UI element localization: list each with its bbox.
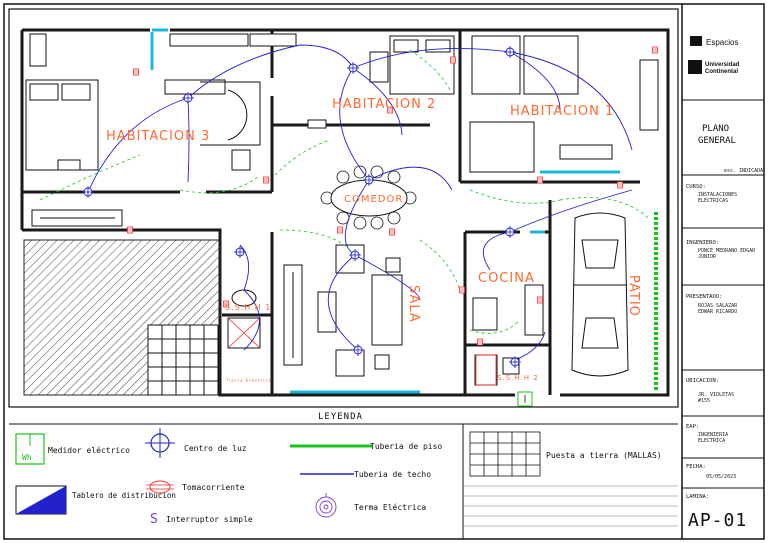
eap-label: EAP: bbox=[686, 424, 699, 430]
room-label-patio: PATIO bbox=[626, 275, 641, 317]
pres-value-1: ROJAS SALAZAR bbox=[698, 303, 738, 309]
legend-floor-pipe: Tuberia de piso bbox=[370, 442, 442, 451]
ceiling-pipes bbox=[87, 44, 633, 361]
logo-top: Espacios bbox=[706, 38, 738, 47]
switch-symbol: S bbox=[150, 512, 158, 527]
room-label-hab2: HABITACION 2 bbox=[332, 97, 436, 112]
legend-outlet: Tomacorriente bbox=[182, 483, 245, 492]
curso-value: INSTALACIONES ELECTRICAS bbox=[698, 192, 738, 204]
outlet-symbol bbox=[146, 480, 174, 494]
legend-ground: Terma Eléctrica bbox=[354, 502, 426, 512]
ing-value: PONCE MEDRANO EDGAR JUNIOR bbox=[698, 248, 756, 260]
car bbox=[571, 212, 629, 377]
light-symbol bbox=[145, 428, 175, 458]
fecha-label: FECHA: bbox=[686, 464, 706, 470]
legend-title: LEYENDA bbox=[318, 412, 363, 422]
room-label-hab3: HABITACION 3 bbox=[106, 129, 210, 144]
fecha-value: 05/05/2023 bbox=[706, 474, 736, 480]
room-label-hab1: HABITACION 1 bbox=[510, 104, 614, 119]
ing-label: INGENIERO: bbox=[686, 240, 719, 246]
pres-label: PRESENTADO: bbox=[686, 294, 722, 300]
sheet-border bbox=[3, 3, 765, 540]
room-label-cocina: COCINA bbox=[478, 271, 535, 286]
tile-grid bbox=[147, 324, 219, 396]
plan-title-2: GENERAL bbox=[698, 136, 736, 146]
meter-code: Wh bbox=[22, 453, 32, 462]
room-tag-small: Tierra Electrica bbox=[225, 378, 272, 383]
room-label-comedor: COMEDOR bbox=[344, 194, 403, 205]
uc-logo-icon bbox=[688, 60, 702, 74]
eap-value: INGENIERIA ELECTRICA bbox=[698, 432, 729, 444]
dining-table bbox=[320, 165, 417, 230]
logo-name1: Universidad bbox=[705, 62, 740, 68]
legend-grounding: Puesta a tierra (MALLAS) bbox=[546, 451, 662, 460]
ground-symbol bbox=[315, 493, 337, 518]
room-label-sshh2: S.S.H.H 2 bbox=[497, 374, 539, 382]
ubic-value-1: JR. VIOLETAS bbox=[698, 392, 734, 398]
room-label-sshh1: S.S.H.H 1 bbox=[225, 303, 271, 312]
legend-board: Tablero de distribucion bbox=[72, 491, 176, 500]
lamina-value: AP-01 bbox=[688, 510, 747, 531]
legend-meter: Medidor eléctrico bbox=[48, 445, 130, 455]
room-label-sala: SALA bbox=[406, 285, 421, 323]
legend-ceiling-pipe: Tuberia de techo bbox=[354, 470, 431, 479]
ubic-label: UBICACION: bbox=[686, 378, 719, 384]
legend: LEYENDA Wh Medidor eléctrico Tablero de … bbox=[9, 406, 678, 539]
lamina-label: LAMINA: bbox=[686, 494, 709, 500]
pres-value-2: EDWAR RICARDO bbox=[698, 309, 737, 315]
ubic-value-2: #155 bbox=[698, 398, 710, 404]
legend-switch: Interruptor simple bbox=[166, 515, 253, 524]
title-block: Espacios Universidad Continental PLANO G… bbox=[682, 36, 764, 531]
floor-pipes bbox=[39, 49, 651, 334]
legend-light: Centro de luz bbox=[184, 444, 247, 453]
desk bbox=[200, 81, 261, 146]
logo-icon bbox=[690, 36, 702, 46]
grounding-symbol bbox=[469, 431, 541, 477]
plan-scale: esc. INDICADA bbox=[724, 168, 763, 174]
floor-plan: HABITACION 3 HABITACION 2 HABITACION 1 C… bbox=[20, 28, 670, 407]
logo-name2: Continental bbox=[705, 69, 738, 75]
curso-label: CURSO: bbox=[686, 184, 706, 190]
plan-title-1: PLANO bbox=[702, 124, 729, 134]
